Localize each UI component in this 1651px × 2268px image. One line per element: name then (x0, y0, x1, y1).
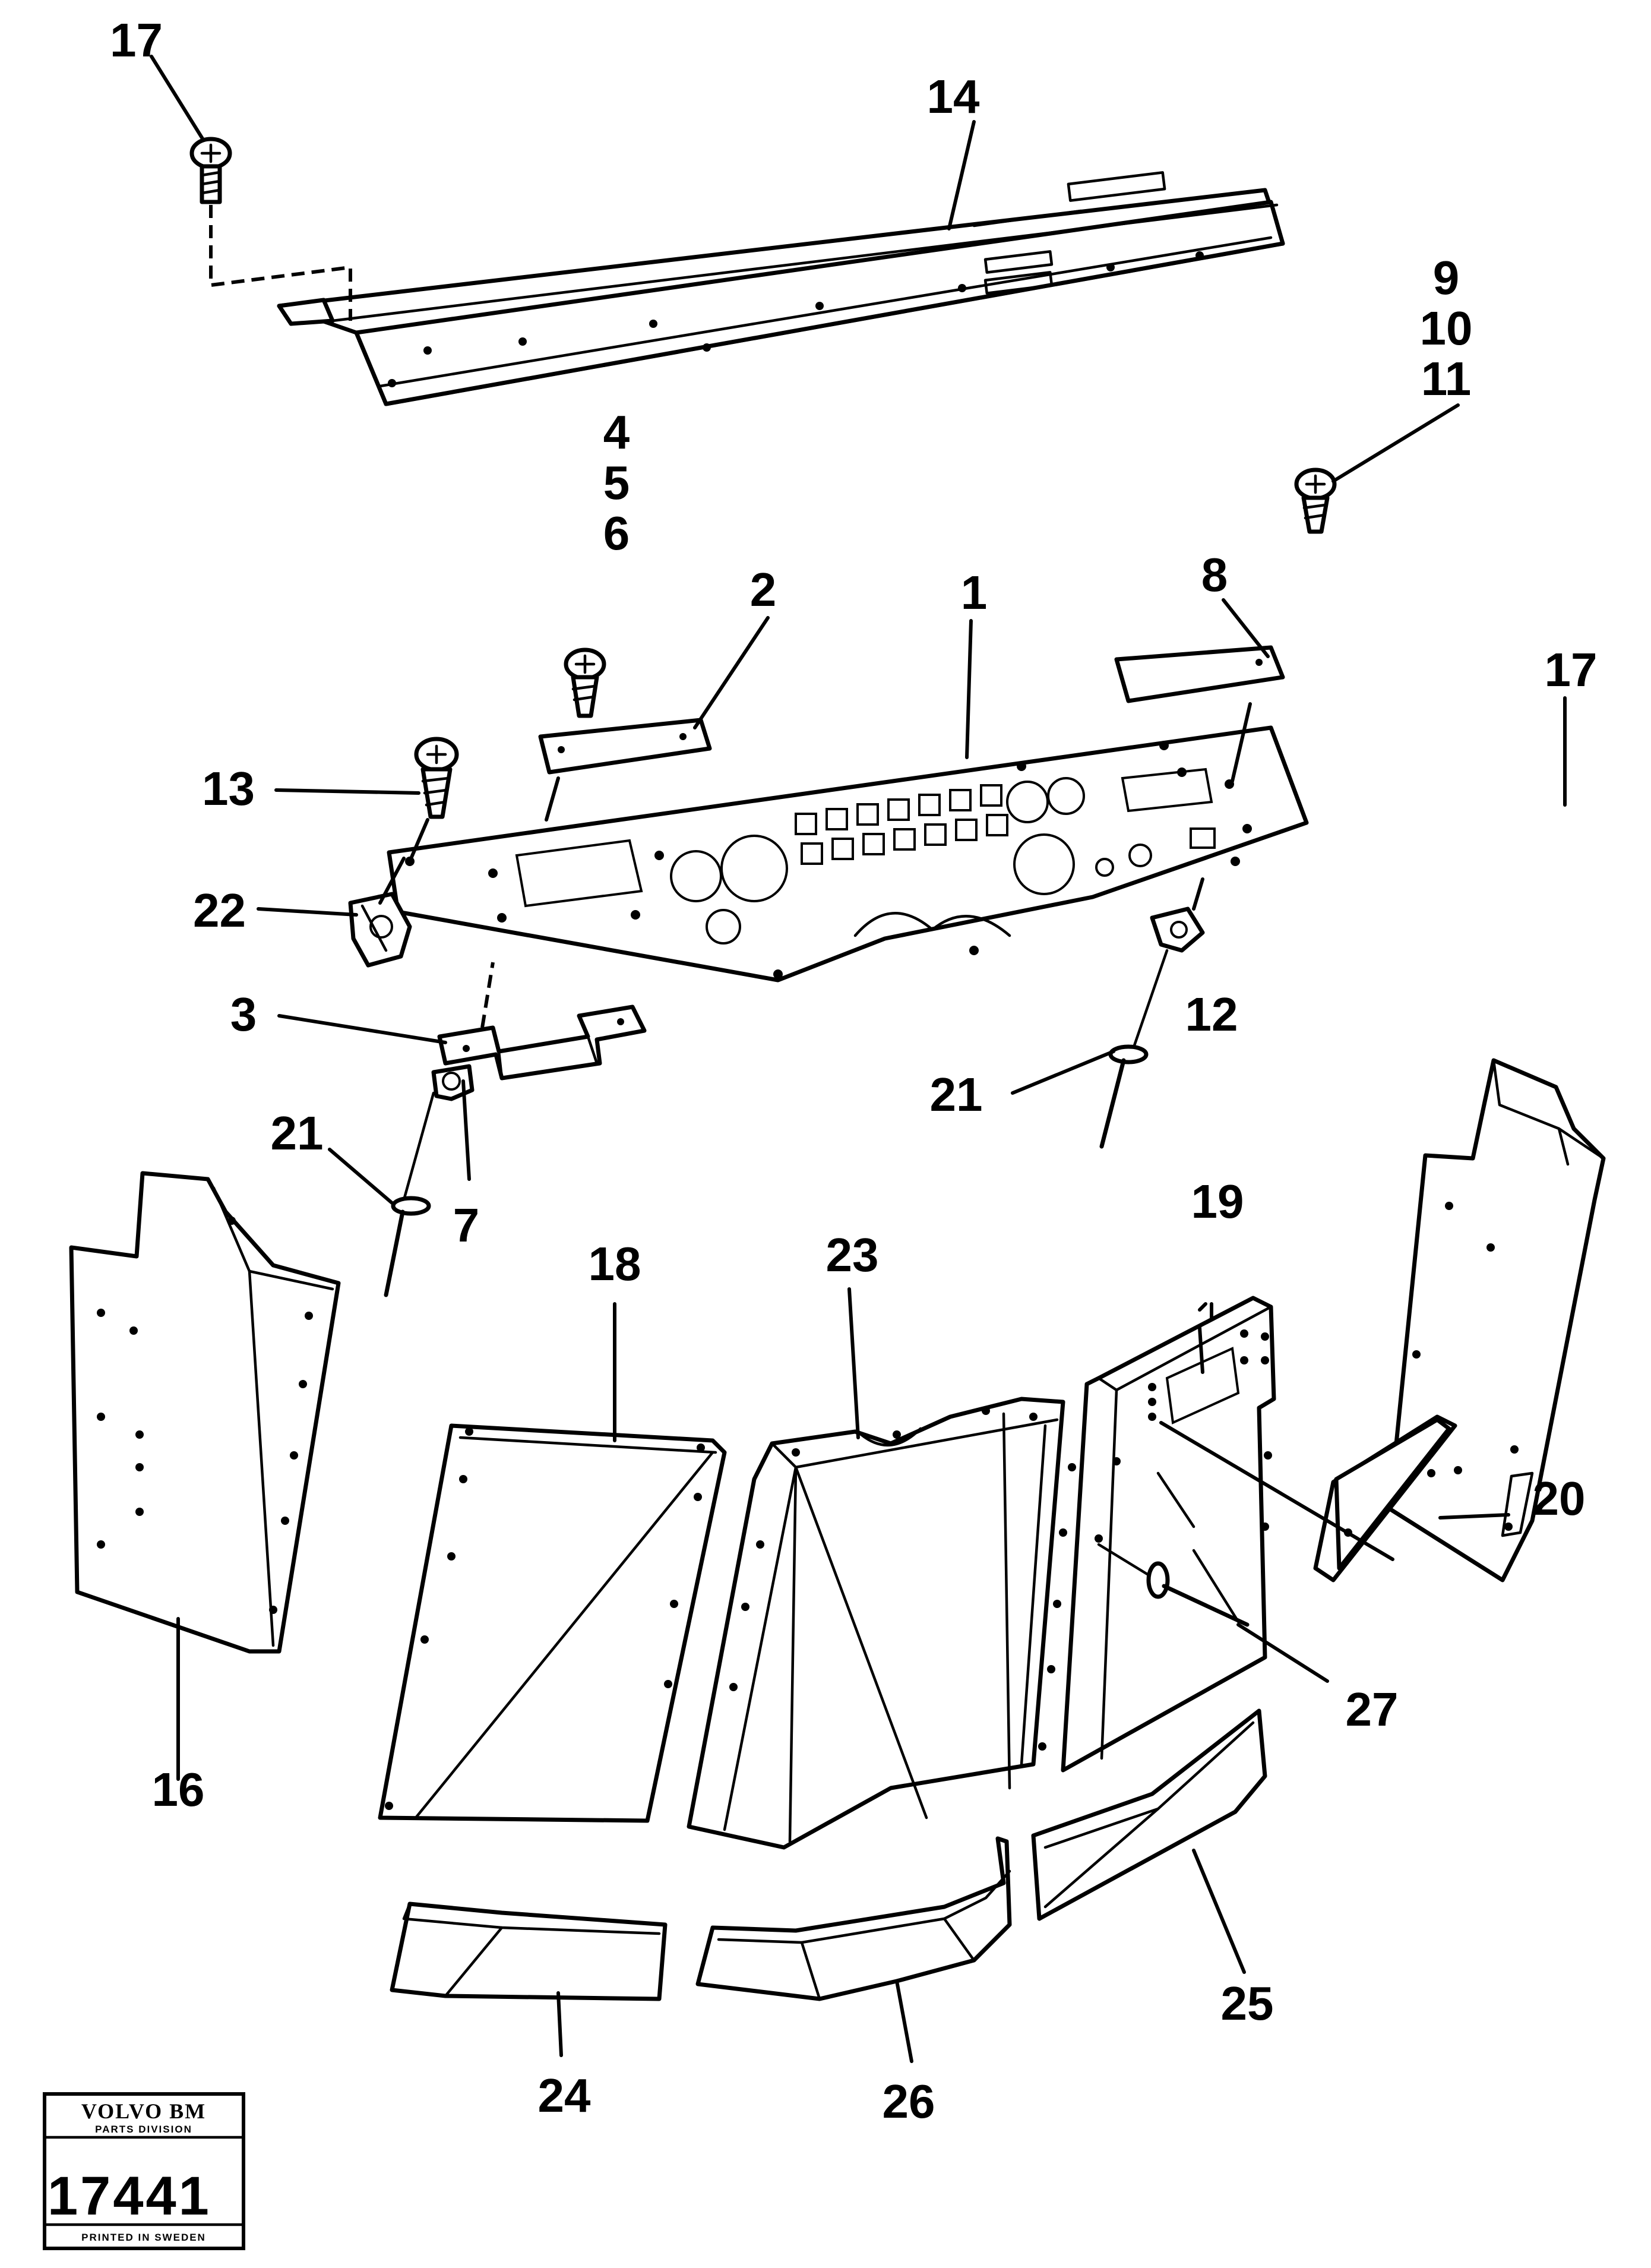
callout-23: 23 (826, 1228, 879, 1281)
part-25-trim[interactable] (1031, 1708, 1267, 1921)
leader-lines (150, 55, 1567, 2063)
callout-17: 17 (1545, 643, 1598, 696)
callout-11: 11 (1421, 352, 1472, 405)
part-24-trim[interactable] (390, 1901, 668, 2001)
logo-brand: VOLVO BM (81, 2099, 206, 2123)
part-22-clip[interactable] (348, 857, 412, 968)
logo-number: 17441 (48, 2166, 211, 2226)
callout-14: 14 (927, 70, 980, 123)
callout-25: 25 (1221, 1977, 1274, 2030)
parts-9-10-11-screw[interactable] (1231, 468, 1337, 783)
part-7-clip-nut[interactable] (431, 1064, 475, 1101)
callout-1: 1 (961, 566, 988, 619)
part-12-clip[interactable] (1150, 877, 1205, 953)
part-13-screw[interactable] (408, 737, 459, 863)
part-20-cover-plate[interactable] (1159, 1414, 1457, 1582)
callout-24: 24 (538, 2069, 591, 2122)
callout-7: 7 (453, 1199, 480, 1252)
part-18-panel[interactable] (378, 1423, 727, 1823)
part-3-bracket[interactable] (437, 962, 647, 1081)
callout-6: 6 (603, 507, 630, 560)
callout-3: 3 (230, 988, 257, 1041)
callout-10: 10 (1420, 302, 1473, 355)
part-27-rivet[interactable] (1097, 1543, 1250, 1627)
callout-13: 13 (202, 762, 255, 815)
callout-2: 2 (750, 563, 777, 616)
logo-division: PARTS DIVISION (95, 2124, 192, 2135)
part-1-instrument-panel[interactable] (387, 725, 1309, 983)
part-19-front-panel[interactable] (1061, 1296, 1276, 1773)
parts-4-5-6-screw[interactable] (545, 647, 606, 822)
callout-labels: 17 14 9 10 11 4 5 6 2 1 8 17 13 22 3 12 … (110, 14, 1597, 2128)
part-8-cover-plate[interactable] (1114, 645, 1285, 703)
part-21-rivet-right[interactable] (1099, 949, 1169, 1149)
part-2-cover-plate[interactable] (538, 718, 712, 775)
callout-8: 8 (1201, 548, 1228, 601)
part-15-screw[interactable] (189, 137, 352, 321)
callout-9: 9 (1433, 251, 1460, 304)
callout-26: 26 (883, 2075, 935, 2128)
part-26-trim[interactable] (695, 1836, 1012, 2001)
callout-18: 18 (589, 1237, 641, 1290)
callout-22: 22 (193, 884, 246, 937)
part-16-left-side-panel[interactable] (69, 1171, 341, 1654)
callout-21-right: 21 (930, 1068, 983, 1121)
part-21-rivet-left[interactable] (384, 1091, 435, 1297)
callout-4: 4 (603, 406, 630, 459)
callout-27: 27 (1346, 1683, 1399, 1736)
volvo-bm-parts-logo: VOLVO BM PARTS DIVISION 17441 PRINTED IN… (43, 2092, 245, 2250)
callout-20: 20 (1533, 1472, 1586, 1525)
callout-19: 19 (1191, 1175, 1244, 1228)
logo-printed: PRINTED IN SWEDEN (81, 2232, 206, 2243)
callout-21-left: 21 (271, 1107, 324, 1160)
callout-5: 5 (603, 456, 630, 509)
callout-16: 16 (152, 1763, 205, 1816)
callout-12: 12 (1185, 988, 1238, 1041)
callout-15: 17 (110, 14, 163, 67)
part-14-top-cover[interactable] (277, 171, 1285, 406)
part-23-center-console[interactable] (687, 1397, 1076, 1850)
